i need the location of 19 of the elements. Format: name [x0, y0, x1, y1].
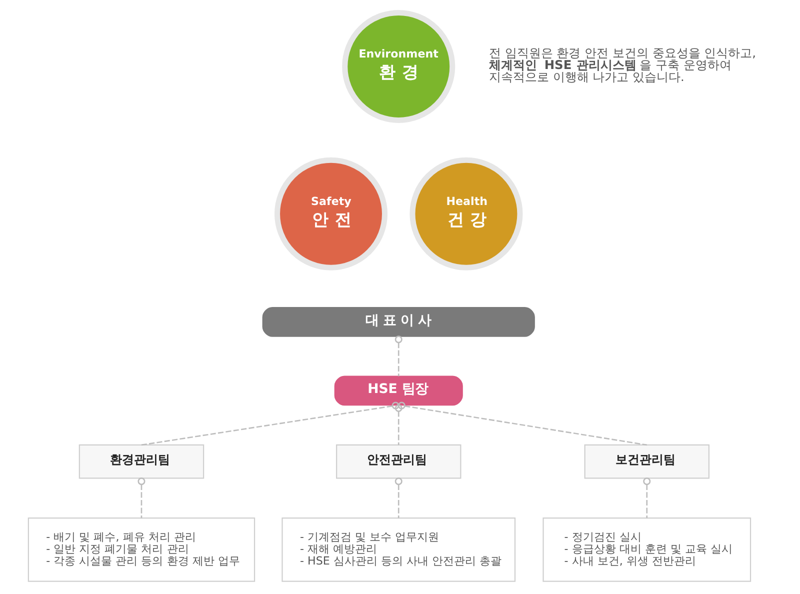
connector: [394, 404, 402, 445]
connector: [394, 478, 402, 518]
connector: [398, 402, 647, 446]
node-box: 안전관리팀: [336, 444, 462, 479]
connector: [141, 402, 400, 446]
node-box: HSE 팀장: [334, 376, 463, 406]
label: 전 임직원은 환경 안전 보건의 중요성을 인식하고, 체계적인 HSE 관리시스템을 구축 운영하여 지속적으로 이행해 나가고 있습니다.: [488, 46, 756, 84]
node-box: 환경관리팀: [78, 444, 204, 479]
node-box: 대 표 이 사: [262, 306, 535, 337]
node-circle: Health 건 강: [410, 157, 523, 270]
node-box: - 정기검진 실시 - 응급상황 대비 훈련 및 교육 실시 - 사내 보건, 위생 전반관리: [542, 518, 752, 582]
node-circle: Environment 환 경: [342, 10, 456, 123]
connector: [394, 336, 402, 376]
node-circle: Safety 안 전: [274, 157, 388, 270]
connector: [138, 478, 146, 518]
node-box: - 기계점검 및 보수 업무지원 - 재해 예방관리 - HSE 심사관리 등의 사내 안전관리 총괄: [282, 518, 516, 582]
node-box: - 배기 및 폐수, 폐유 처리 관리 - 일반 지정 폐기물 처리 관리 - 각종 시설물 관리 등의 환경 제반 업무: [28, 518, 256, 582]
node-box: 보건관리팀: [584, 444, 710, 479]
connector: [643, 478, 651, 518]
